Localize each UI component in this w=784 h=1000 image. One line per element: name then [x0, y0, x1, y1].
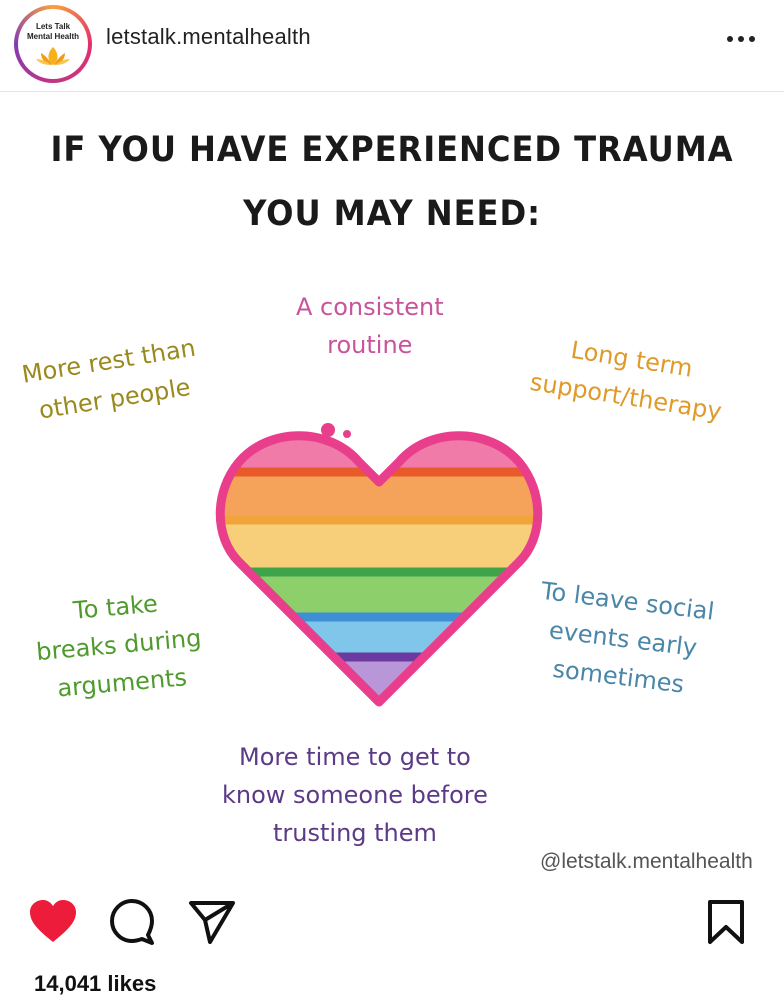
avatar-image: Lets Talk Mental Health: [18, 9, 88, 79]
more-options-icon[interactable]: [722, 24, 762, 54]
post-actions: 14,041 likes: [0, 887, 784, 1000]
need-long-term-support: Long term support/therapy: [527, 325, 730, 430]
share-button[interactable]: [188, 899, 236, 949]
heart-dot-small: [343, 430, 351, 438]
post-header: Lets Talk Mental Health letstalk.mentalh…: [0, 0, 784, 88]
need-line: trusting them: [273, 819, 437, 847]
username-link[interactable]: letstalk.mentalhealth: [106, 24, 311, 49]
need-leave-social-events: To leave social events early sometimes: [530, 572, 717, 706]
send-icon[interactable]: [188, 899, 236, 945]
avatar-text-line2: Mental Health: [26, 32, 79, 41]
need-take-breaks: To take breaks during arguments: [31, 581, 206, 709]
post-title-line2: YOU MAY NEED:: [243, 194, 541, 234]
comment-button[interactable]: [108, 899, 156, 949]
heart-outline: [215, 431, 543, 707]
avatar-logo-text: Lets Talk Mental Health: [18, 22, 88, 42]
bookmark-icon[interactable]: [706, 899, 746, 945]
comment-icon[interactable]: [108, 899, 156, 945]
profile-avatar[interactable]: Lets Talk Mental Health: [14, 5, 92, 83]
post-title-line1: IF YOU HAVE EXPERIENCED TRAUMA: [50, 130, 734, 170]
post-credit: @letstalk.mentalhealth: [540, 850, 753, 873]
heart-dot: [321, 423, 335, 437]
save-button[interactable]: [706, 899, 746, 949]
avatar-text-line1: Lets Talk: [35, 22, 71, 31]
post-image[interactable]: IF YOU HAVE EXPERIENCED TRAUMA YOU MAY N…: [0, 92, 784, 887]
likes-count[interactable]: 14,041 likes: [34, 971, 157, 996]
need-line: know someone before: [222, 781, 488, 809]
need-more-time-trust: More time to get to know someone before …: [222, 738, 488, 852]
need-consistent-routine: A consistent routine: [296, 288, 444, 364]
need-more-rest: More rest than other people: [19, 329, 204, 431]
need-line: routine: [327, 331, 413, 359]
header-divider: [0, 91, 784, 92]
heart-band-blue: [220, 617, 538, 657]
lotus-icon: [36, 47, 70, 65]
rainbow-heart-illustration: [215, 423, 543, 707]
need-line: A consistent: [296, 293, 444, 321]
like-button[interactable]: [28, 899, 78, 949]
heart-band-green: [220, 572, 538, 617]
heart-filled-icon[interactable]: [28, 899, 78, 945]
need-line: More time to get to: [239, 743, 471, 771]
heart-band-yellow: [220, 520, 538, 572]
